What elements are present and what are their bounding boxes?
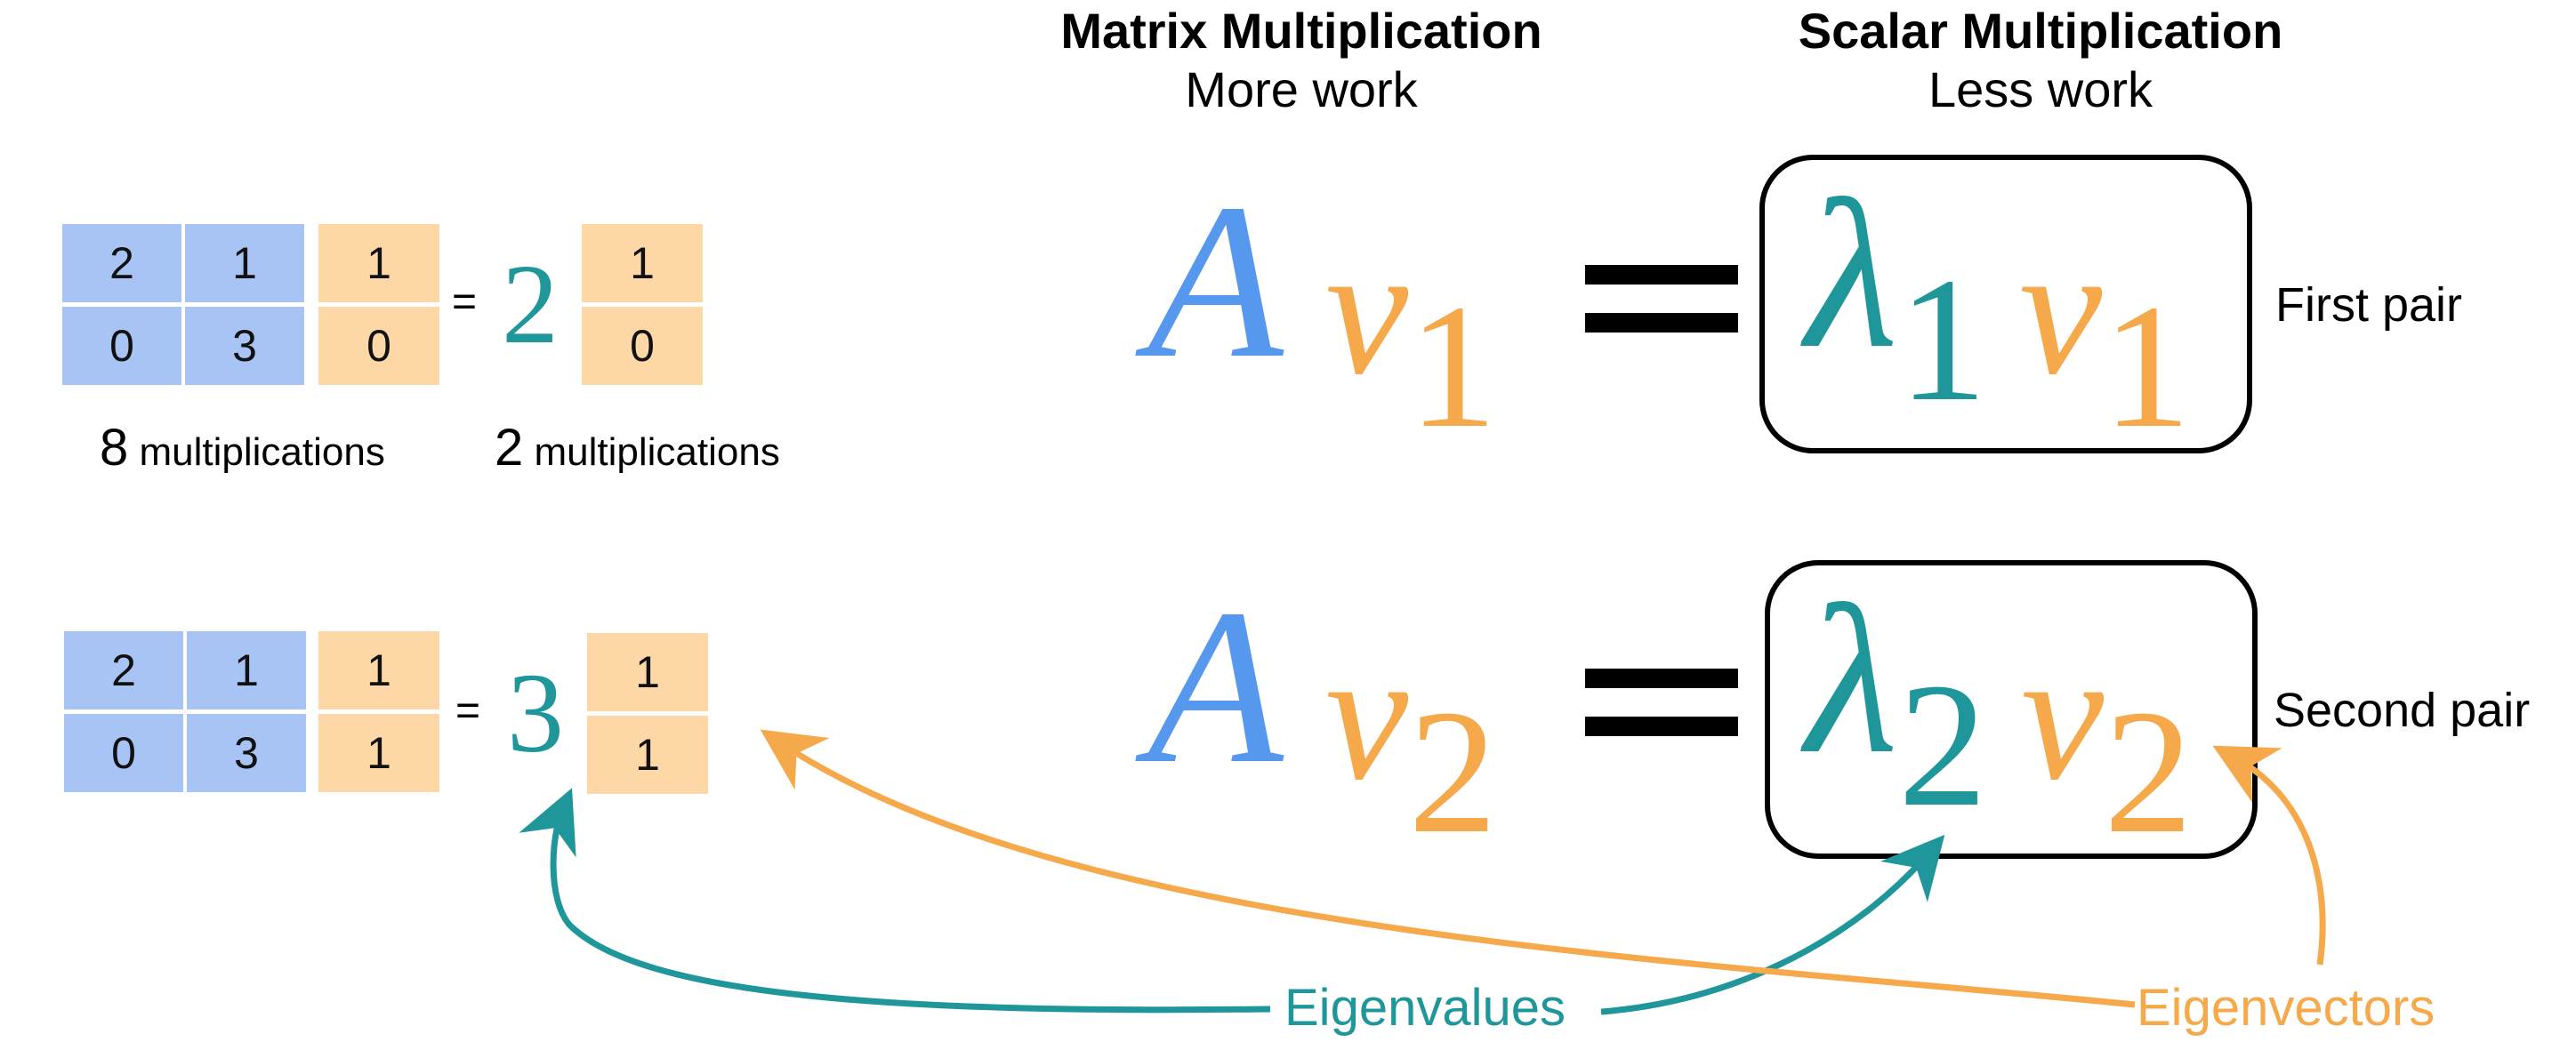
matrix-1-cell-11: 3 [185, 307, 304, 385]
lambda-symbol: λ [1806, 156, 1898, 392]
matrix-ops-label: multiplications [139, 430, 385, 474]
matrix-A-2: A [1147, 564, 1284, 810]
second-pair-label: Second pair [2274, 684, 2531, 737]
matrix-heading-title: Matrix Multiplication [1060, 3, 1542, 59]
scalar-ops-label: multiplications [534, 430, 780, 474]
result-2-cell-0: 1 [587, 633, 708, 711]
scalar-2: 3 [507, 650, 564, 776]
eigenvectors-arrow-to-vector [760, 729, 2136, 1008]
lambda-subscript: 1 [1897, 242, 1987, 438]
equals-sign-2: = [455, 687, 481, 734]
result-2-cell-1: 1 [587, 716, 708, 794]
v-symbol: v [1325, 613, 1409, 819]
v-symbol: v [1325, 207, 1409, 413]
eigenvalue-lambda2: λ2 [1806, 573, 1987, 835]
eigenvector-v1-left: v1 [1325, 217, 1497, 456]
matrix-2-cell-01: 1 [187, 631, 306, 709]
vector-2-cell-1: 1 [318, 714, 439, 792]
lambda-symbol: λ [1806, 561, 1898, 798]
result-1-cell-0: 1 [582, 224, 703, 302]
scalar-ops-note: 2 multiplications [495, 418, 780, 477]
scalar-multiplication-heading: Scalar Multiplication Less work [1729, 2, 2352, 119]
lambda-subscript: 2 [1897, 647, 1987, 844]
eigenvector-v1-right: v1 [2019, 217, 2191, 456]
v-subscript: 1 [2102, 269, 2192, 465]
scalar-heading-subtitle: Less work [1928, 61, 2153, 118]
scalar-heading-title: Scalar Multiplication [1798, 3, 2283, 59]
eigenvectors-arrow-to-v2 [2212, 745, 2326, 966]
matrix-ops-count: 8 [100, 419, 129, 477]
eigenvalue-lambda1: λ1 [1806, 167, 1987, 429]
eigenvalues-arrow-to-3 [519, 788, 1271, 1014]
matrix-2-cell-00: 2 [64, 631, 183, 709]
eigenvalues-label: Eigenvalues [1284, 979, 1566, 1037]
equals-bar-bottom-2 [1585, 717, 1738, 736]
eigenvector-v2-left: v2 [1325, 622, 1497, 862]
v-symbol: v [2021, 613, 2105, 819]
scalar-box-2 [1765, 560, 2258, 859]
matrix-A-1: A [1147, 158, 1284, 405]
v-symbol: v [2019, 207, 2103, 413]
equals-bar-bottom-1 [1585, 313, 1738, 333]
result-1-cell-1: 0 [582, 307, 703, 385]
scalar-ops-count: 2 [495, 419, 524, 477]
matrix-1-cell-00: 2 [62, 224, 181, 302]
eigenvector-v2-right: v2 [2021, 622, 2193, 862]
matrix-2-cell-11: 3 [187, 714, 306, 792]
matrix-ops-note: 8 multiplications [100, 418, 385, 477]
eigenvalues-arrow-to-lambda2 [1600, 834, 1945, 1015]
matrix-multiplication-heading: Matrix Multiplication More work [990, 2, 1613, 119]
v-subscript: 2 [2104, 674, 2194, 870]
vector-1-cell-1: 0 [318, 307, 439, 385]
matrix-1-cell-01: 1 [185, 224, 304, 302]
matrix-2-cell-10: 0 [64, 714, 183, 792]
v-subscript: 1 [1408, 269, 1498, 465]
scalar-1: 2 [502, 241, 559, 367]
matrix-heading-subtitle: More work [1185, 61, 1418, 118]
equals-sign-1: = [452, 278, 478, 325]
v-subscript: 2 [1408, 674, 1498, 870]
vector-1-cell-0: 1 [318, 224, 439, 302]
matrix-1-cell-10: 0 [62, 307, 181, 385]
eigenvectors-label: Eigenvectors [2137, 979, 2435, 1037]
equals-bar-top-2 [1585, 669, 1738, 688]
scalar-box-1 [1759, 155, 2252, 453]
equals-bar-top-1 [1585, 265, 1738, 285]
vector-2-cell-0: 1 [318, 631, 439, 709]
first-pair-label: First pair [2275, 278, 2463, 332]
